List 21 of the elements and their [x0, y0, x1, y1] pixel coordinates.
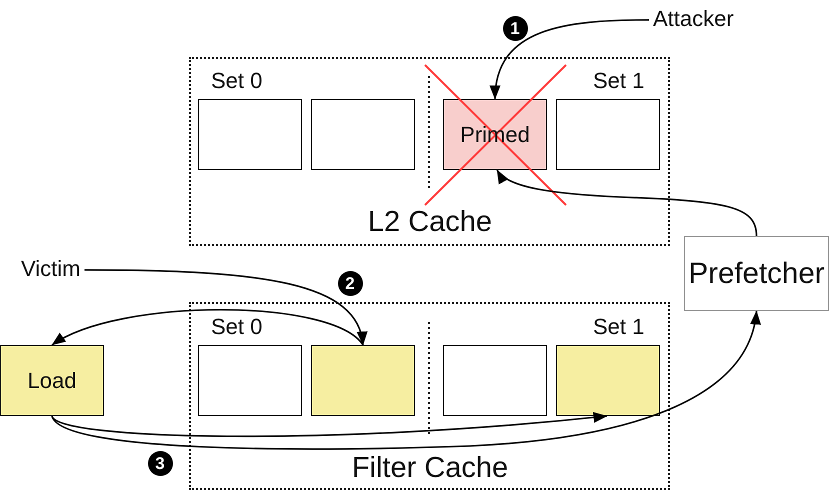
arrow	[51, 412, 608, 438]
cache-title: L2 Cache	[368, 206, 492, 240]
arrow	[84, 269, 366, 346]
arrow	[52, 308, 364, 346]
cache-title: Filter Cache	[352, 452, 508, 486]
arrow	[496, 170, 758, 236]
actor-label: Attacker	[653, 6, 734, 32]
operation-box: Load	[0, 345, 104, 416]
callout-number: 1	[502, 16, 528, 40]
cache-container	[189, 57, 670, 246]
callout-number: 3	[148, 450, 172, 476]
set-label: Set 0	[211, 314, 262, 340]
actor-label: Victim	[21, 256, 80, 282]
set-label: Set 1	[593, 314, 644, 340]
prefetcher-box: Prefetcher	[684, 236, 829, 311]
set-label: Set 1	[593, 68, 644, 94]
cache-container	[189, 302, 670, 490]
arrow	[51, 310, 760, 450]
callout-number: 2	[338, 270, 362, 296]
set-label: Set 0	[211, 68, 262, 94]
arrow	[490, 19, 649, 100]
